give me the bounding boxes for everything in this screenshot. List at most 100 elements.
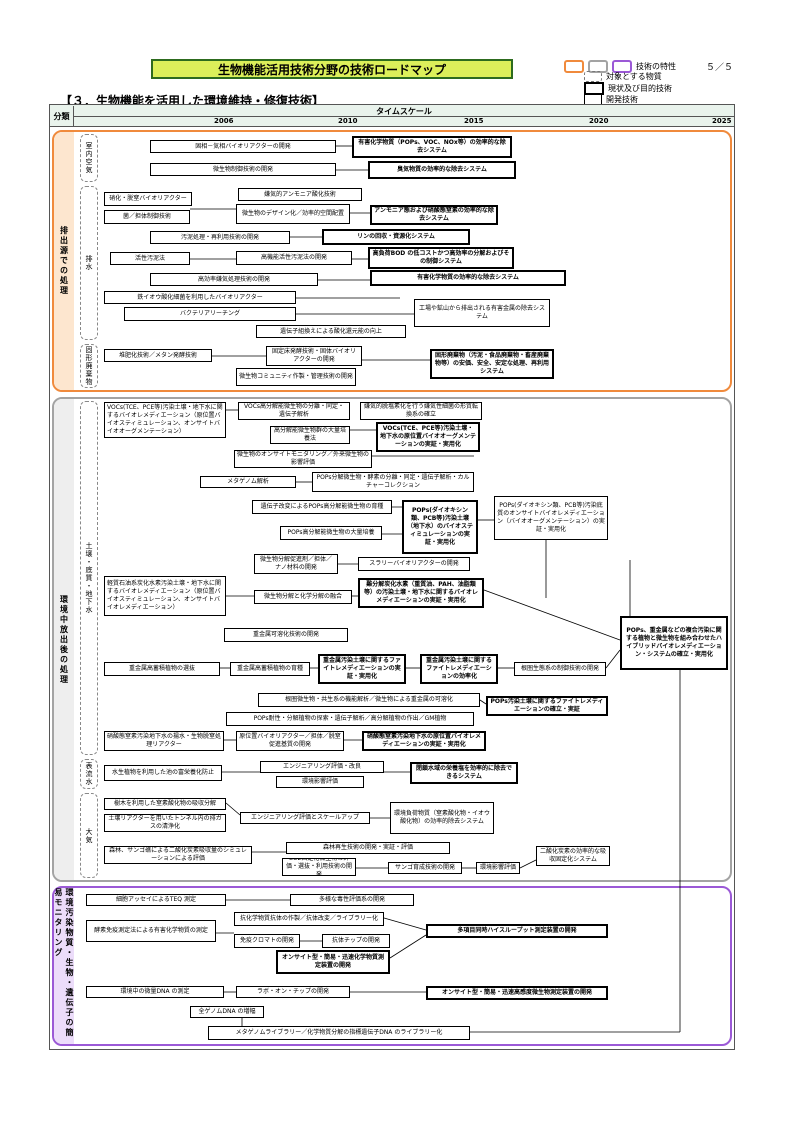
box-elisa: 酵素免疫測定法による有害化学物質の測定 [86,920,216,942]
box-engineering-eval: エンジニアリング評価・改良 [260,761,384,773]
group-frame-source [52,130,732,392]
group-label-environment: 環境中放出後の処理 [54,399,74,880]
box-antibody-library: 抗化学物質抗体の作製／抗体改変／ライブラリー化 [234,912,384,926]
box-heavy-metal-removal: 工場や鉱山から排出される有害金属の除去システム [414,299,550,327]
box-nitrate-reactor: 硝酸態窒素汚染地下水の揚水・生物脱窒処理リアクター [104,731,224,751]
box-anammox: 嫌気的アンモニア酸化技術 [238,188,362,201]
box-pops-sediment: POPs(ダイオキシン類、PCB等)汚染底質のオンサイトバイオレメディエーション… [494,496,608,540]
box-solid-waste-system: 固形廃棄物（汚泥・食品廃棄物・畜産廃棄物等）の安価、安全、安定な処理、再利用シス… [430,349,554,379]
box-hyperaccumulator-breeding: 重金属高蓄積植物の育種 [230,662,310,676]
box-forest-regeneration: 森林再生技術の開発・実証・評価 [286,842,450,854]
box-co2-simulation: 森林、サンゴ礁による二酸化炭素吸収量のシミュレーションによる評価 [104,846,252,864]
box-tree-nox: 樹木を利用した窒素酸化物の吸収分解 [104,798,226,810]
box-cell-assay: 細胞アッセイによるTEQ 測定 [86,894,226,906]
box-advanced-sludge: 高機能活性汚泥法の開発 [236,251,352,265]
legend-label: 現状及び目的技術 [608,84,672,93]
box-co2-fixation: 二酸化炭素の効率的な吸収固定化システム [536,846,610,866]
group-label-monitoring: 環境汚染物質・生物・遺伝子の簡易モニタリング [54,888,74,1044]
subgroup-atmosphere: 大気 [80,793,98,878]
legend-dashed-swatch [584,71,602,82]
roadmap-title: 生物機能活用技術分野の技術ロードマップ [151,59,513,79]
box-onsite-chem-device: オンサイト型・簡易・迅速化学物質測定装置の開発 [276,950,390,974]
legend-item-target: 対象とする物質 [584,71,662,82]
box-metagenome: メタゲノム解析 [200,476,296,488]
year-2020: 2020 [589,117,609,125]
box-phyto-demo: 重金属汚染土壌に関するファイトレメディエーションの実証・実用化 [318,654,406,684]
box-anaerobic-treatment: 高効率嫌気処理技術の開発 [150,273,318,286]
year-2006: 2006 [214,117,234,125]
box-hyperaccumulator-selection: 重金属高蓄積植物の選抜 [104,662,220,676]
subgroup-surface-water: 表流水 [80,759,98,789]
box-genome-amplification: 全ゲノムDNA の増幅 [190,1006,264,1018]
box-bioleaching: バクテリアリーチング [124,307,296,321]
group-frame-environment [52,397,732,882]
box-phyto-efficiency: 重金属汚染土壌に関するファイトレメディエーションの効率化 [420,654,498,684]
box-pops-isolation: POPs分解微生物・酵素の分離・同定・遺伝子解析・カルチャーコレクション [312,472,474,492]
year-2025: 2025 [712,117,732,125]
box-metal-solubilization: 重金属可溶化技術の開発 [224,628,348,642]
box-hazardous-removal-system: 有害化学物質（POPs、VOC、NOx等）の効率的な除去システム [352,136,512,158]
box-immunochromatography: 免疫クロマトの開発 [234,934,300,948]
legend-label: 開発技術 [606,95,638,104]
header-bunrui: 分類 [50,106,74,126]
box-fixed-bed: 固定床発酵技術・固体バイオリアクターの開発 [266,346,362,366]
box-hazardous-effluent: 有害化学物質の効率的な除去システム [370,270,566,286]
box-hybrid-bioremediation: POPs、重金属などの複合汚染に関する植物と微生物を組み合わせたハイブリッドバイ… [620,616,728,670]
box-lab-on-chip: ラボ・オン・チップの開発 [236,986,350,998]
legend-label: 技術の特性 [636,62,676,71]
box-compost-methane: 堆肥化技術／メタン発酵技術 [104,349,212,362]
box-pollutant-removal: 環境負荷物質（窒素酸化物・イオウ酸化物）の効率的除去システム [390,802,494,834]
box-iron-sulfur-reactor: 鉄イオウ酸化細菌を利用したバイオリアクター [104,291,296,304]
box-vocs-augmentation: VOCs(TCE、PCE等)汚染土壌・地下水の原位置バイオオーグメンテーションの… [376,422,480,452]
box-pops-plant-search: POPs耐性・分解植物の探索・遺伝子解析／高分解植物の作出／GM植物 [226,712,474,726]
box-onsite-microbe-device: オンサイト型・簡易・迅速高感度微生物測定装置の開発 [426,986,608,1000]
box-insitu-bioreactor: 原位置バイオリアクター／担体／脱窒促進基質の開発 [236,731,344,751]
legend-item-characteristics: 技術の特性 [564,60,676,73]
year-2015: 2015 [464,117,484,125]
legend-purple-swatch [612,60,632,73]
box-petroleum-bioremediation: 軽質石油系炭化水素汚染土壌・地下水に関するバイオレメディエーション（原位置バイオ… [104,576,226,616]
roadmap-frame [49,104,735,1050]
subgroup-soil: 土壌・底質・地下水 [80,401,98,755]
box-vocs-isolation: VOCs高分解能微生物の分離・同定・遺伝子解析 [238,402,350,420]
box-coral-growth: サンゴ育成技術の開発 [388,862,462,874]
box-microbe-community: 微生物コミュニティ作製・管理技術の開発 [236,368,356,386]
box-slurry-reactor: スラリーバイオリアクターの開発 [358,557,470,571]
legend-gray-swatch [588,60,608,73]
box-aquatic-plants: 水生植物を利用した池の富栄養化防止 [104,765,222,781]
legend-orange-swatch [564,60,584,73]
box-nitrate-insitu: 硝酸態窒素汚染地下水の原位置バイオレメディエーションの実証・実用化 [362,731,486,751]
box-microbe-design: 微生物のデザイン化／効率的空間配置 [236,204,350,224]
box-activated-sludge: 活性汚泥法 [110,252,190,265]
box-sludge-recycling: 汚泥処理・再利用技術の開発 [150,231,290,244]
header-timescale: タイムスケール [74,106,734,117]
group-label-source: 排出源での処理 [54,132,74,390]
legend-label: 対象とする物質 [606,72,662,81]
box-env-impact: 環境影響評価 [276,776,364,788]
box-promoter: 微生物分解促進剤／担体／ナノ材料の開発 [254,554,338,574]
box-metagenome-library: メタゲノムライブラリー／化学物質分解の指標遺伝子DNA のライブラリー化 [208,1026,470,1040]
box-vocs-bioremediation: VOCs(TCE、PCE等)汚染土壌・地下水に関するバイオレメディエーション（原… [104,402,226,438]
subgroup-solid-waste: 固形廃棄物 [80,344,98,388]
box-htp-device: 多項目同時ハイスループット測定装置の開発 [426,924,608,938]
box-toxicity-eval: 多様な毒性評価系の開発 [290,894,414,906]
box-mass-culture: 高分解能微生物群の大量培養法 [270,426,350,444]
box-co2-microbe: CO2固定化微生物の評価・選抜・利用技術の開発 [282,858,356,876]
year-2010: 2010 [338,117,358,125]
box-symbiosis-analysis: 根圏微生物・共生系の機能解析／微生物による重金属の可溶化 [258,693,480,707]
box-gene-redox: 遺伝子組換えによる酸化還元能の向上 [256,325,406,338]
box-env-impact-2: 環境影響評価 [476,862,520,874]
subgroup-indoor-air: 室内空気 [80,134,98,182]
box-anaerobic-transform: 嫌気的脱塩素化を行う嫌気性細菌の形質転換系の確立 [360,402,482,420]
box-rhizosphere-control: 根圏生態系の制御技術の開発 [514,662,606,676]
box-onsite-monitoring: 微生物のオンサイトモニタリング／外来微生物の影響評価 [234,450,372,468]
box-gm-breeding: 遺伝子改変によるPOPs高分解能微生物の育種 [252,500,392,514]
group-frame-monitoring [52,886,732,1046]
box-high-bod: 高負荷BOD の低コストかつ高効率の分解およびその制御システム [368,247,514,269]
subgroup-wastewater: 排水 [80,186,98,340]
box-nutrient-removal: 閉鎖水域の栄養塩を効率的に除去できるシステム [410,762,518,784]
box-trace-dna: 環境中の微量DNA の測定 [86,986,224,998]
page-number: ５／５ [706,63,734,73]
box-solid-gas-bioreactor: 固相－気相バイオリアクターの開発 [150,140,336,153]
